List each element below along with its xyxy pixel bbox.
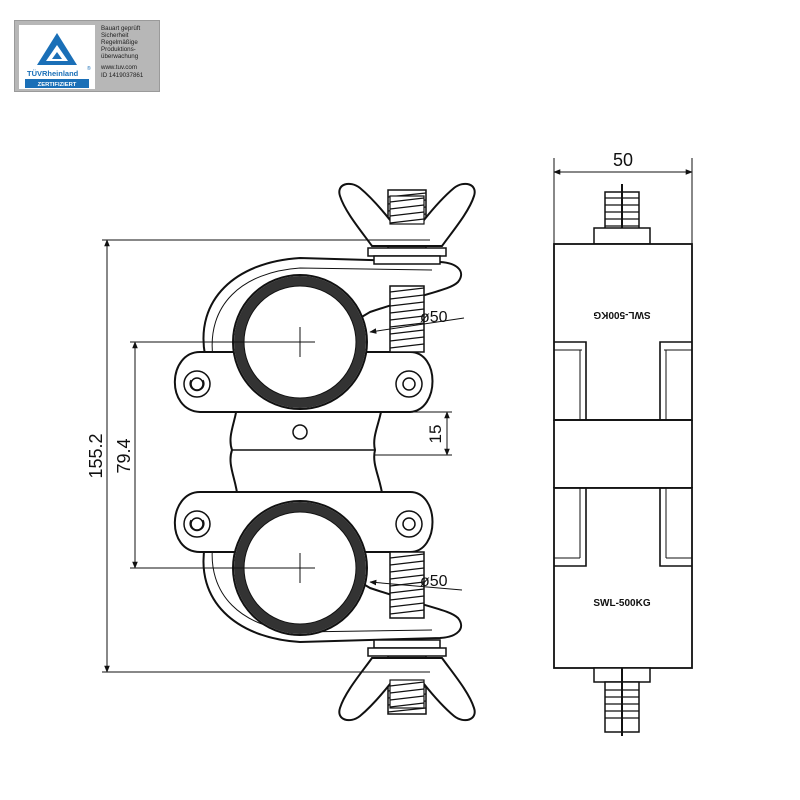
side-view: 50 SWL-500KG SWL-500KG bbox=[553, 150, 693, 736]
lower-washer bbox=[367, 639, 447, 657]
certificate-text: Bauart geprüft Sicherheit Regelmäßige Pr… bbox=[101, 25, 159, 79]
certification-badge: TÜVRheinland ® ZERTIFIZIERT Bauart geprü… bbox=[14, 20, 160, 92]
flange-bolt bbox=[395, 510, 423, 538]
side-upper-label: SWL-500KG bbox=[593, 309, 650, 320]
side-upper-block bbox=[553, 243, 693, 421]
zertifiziert-label: ZERTIFIZIERT bbox=[38, 82, 77, 88]
front-view: ø50 ø50 155.2 79.4 15 bbox=[86, 182, 476, 722]
cert-line: Bauart geprüft bbox=[101, 25, 141, 32]
center-pivot bbox=[292, 424, 308, 440]
registered-mark: ® bbox=[87, 65, 91, 72]
cert-line: Produktions- bbox=[101, 46, 136, 54]
cert-line: überwachung bbox=[101, 53, 139, 61]
cert-website: www.tuv.com bbox=[101, 64, 137, 72]
side-width-label: 50 bbox=[613, 150, 633, 170]
flange-bolt bbox=[183, 510, 211, 538]
center-distance-label: 79.4 bbox=[114, 438, 134, 473]
cert-line: Sicherheit bbox=[101, 32, 129, 40]
tuv-brand-text: TÜVRheinland bbox=[27, 69, 79, 78]
flange-bolt bbox=[183, 370, 211, 398]
side-lower-block bbox=[553, 487, 693, 669]
upper-diameter-label: ø50 bbox=[420, 309, 448, 326]
upper-washer bbox=[367, 247, 447, 265]
side-lower-label: SWL-500KG bbox=[593, 598, 650, 609]
flange-bolt bbox=[395, 370, 423, 398]
tuv-triangle-icon: TÜVRheinland ® ZERTIFIZIERT bbox=[19, 25, 95, 89]
lower-diameter-label: ø50 bbox=[420, 573, 448, 590]
center-offset-label: 15 bbox=[426, 425, 445, 444]
tuv-logo: TÜVRheinland ® ZERTIFIZIERT bbox=[19, 25, 95, 89]
cert-line: Regelmäßige bbox=[101, 39, 138, 47]
cert-id: ID 1419037861 bbox=[101, 71, 144, 79]
overall-height-label: 155.2 bbox=[86, 433, 106, 478]
